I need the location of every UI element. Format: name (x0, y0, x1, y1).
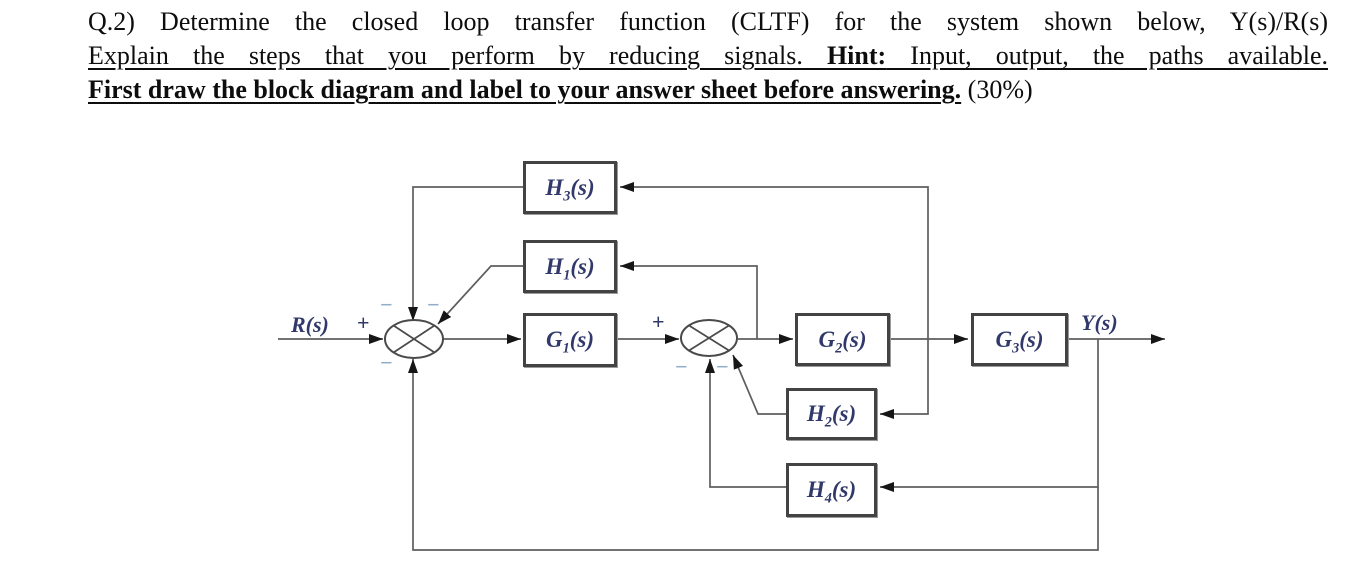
block-g1: G1(s) (523, 313, 617, 367)
block-h2: H2(s) (786, 388, 877, 440)
block-h4: H4(s) (786, 463, 877, 517)
marks-value: (30%) (961, 75, 1033, 104)
minus-sign-j2-h4: − (675, 354, 688, 379)
question-line-1: Q.2) Determine the closed loop transfer … (88, 5, 1328, 39)
wire-h3-to-j1 (408, 186, 523, 321)
question-line-2-text: Explain the steps that you perform by re… (88, 41, 827, 70)
block-g3-label: G3(s) (995, 326, 1044, 357)
output-signal-label: Y(s) (1081, 310, 1118, 335)
hint-label: Hint: (826, 41, 887, 70)
input-signal-label: R(s) (291, 312, 329, 337)
wire-tap-to-h1 (620, 261, 758, 339)
question-line-3-bold: First draw the block diagram and label t… (88, 75, 962, 104)
wire-outer-feedback (408, 359, 1099, 551)
block-g3: G3(s) (971, 313, 1068, 366)
wire-h2-to-j2 (732, 354, 786, 415)
block-h3: H3(s) (523, 161, 617, 214)
question-text: Q.2) Determine the closed loop transfer … (88, 5, 1328, 107)
wire-h1-to-j1 (437, 265, 523, 325)
wire-tap-to-h3 (620, 182, 929, 339)
block-h2-label: H2(s) (806, 401, 857, 431)
plus-sign-j1-input: + (357, 310, 370, 335)
block-h4-label: H4(s) (806, 477, 857, 507)
block-g1-label: G1(s) (545, 327, 595, 357)
block-h3-label: H3(s) (545, 174, 595, 205)
minus-sign-j1-h3: − (380, 292, 393, 317)
question-line-2-rest: Input, output, the paths available. (886, 41, 1328, 70)
junction-1-cross-line (393, 324, 435, 354)
minus-sign-j1-outer: − (380, 350, 393, 375)
wire-h4-to-j2 (705, 359, 786, 488)
question-line-1-text: Q.2) Determine the closed loop transfer … (88, 7, 1328, 36)
question-line-2: Explain the steps that you perform by re… (88, 39, 1328, 73)
block-g2-label: G2(s) (818, 326, 867, 357)
block-h1-label: H1(s) (545, 253, 595, 284)
question-line-3: First draw the block diagram and label t… (88, 73, 1328, 107)
minus-sign-j1-h1: − (427, 292, 440, 317)
plus-sign-j2-input: + (652, 309, 665, 334)
wire-tap-to-h2 (880, 339, 929, 419)
block-g2: G2(s) (795, 313, 890, 366)
block-h1: H1(s) (523, 240, 617, 293)
minus-sign-j2-h2: − (716, 354, 729, 379)
junction-2-cross-line (688, 324, 730, 352)
